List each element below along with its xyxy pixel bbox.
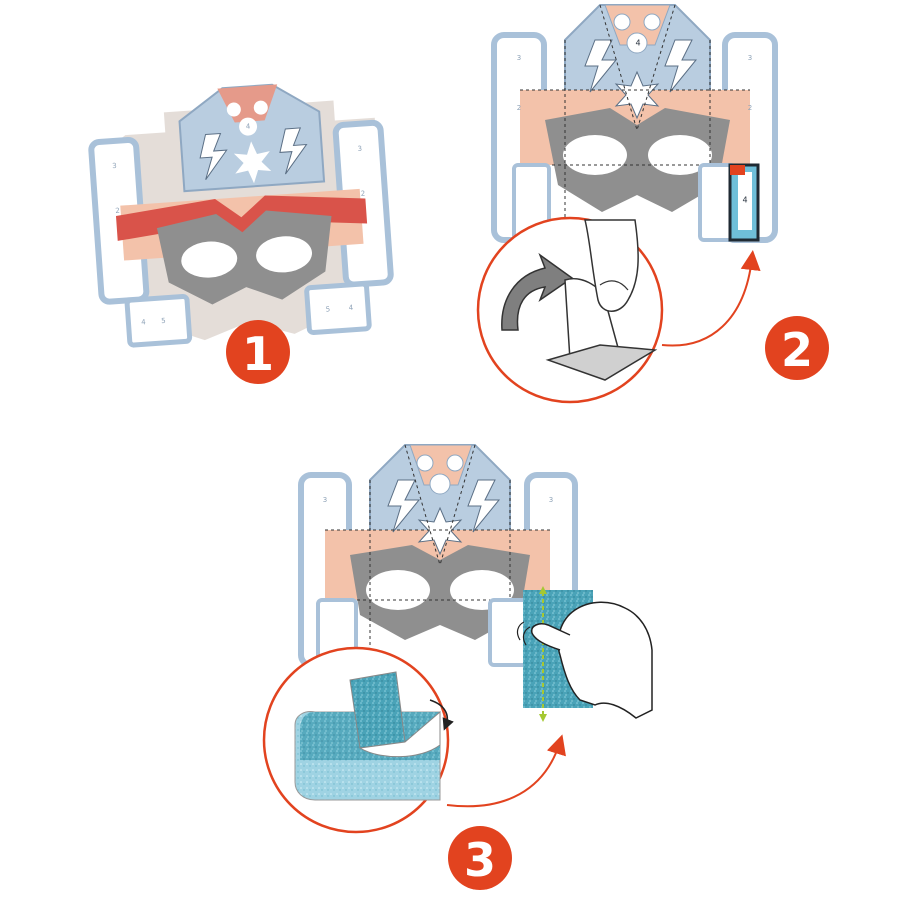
step-2-pointer-arrow	[661, 250, 761, 347]
step-2-number: 2	[781, 323, 813, 377]
step-1-mask-illustration: 3 3 2 2 4 5 5 4 4	[88, 83, 394, 348]
step-3-glitter-application	[516, 586, 653, 722]
step-3-callout	[262, 646, 566, 834]
svg-text:3: 3	[549, 496, 553, 504]
hand-icon	[557, 601, 653, 719]
backing-sheet-icon	[545, 344, 658, 381]
svg-text:3: 3	[748, 54, 752, 62]
finger-icon	[584, 219, 639, 312]
svg-text:2: 2	[361, 190, 366, 198]
svg-text:4: 4	[141, 318, 147, 326]
peeled-backing-icon	[349, 671, 406, 749]
small-curved-arrow-icon	[429, 699, 454, 731]
step-2-badge: 2	[765, 316, 829, 380]
svg-text:4: 4	[246, 122, 252, 130]
step-3-badge: 3	[448, 826, 512, 890]
center-label: 4	[635, 39, 640, 48]
svg-text:2: 2	[748, 104, 752, 112]
step-3-number: 3	[464, 833, 496, 887]
step-2-callout	[476, 216, 761, 404]
svg-text:5: 5	[161, 317, 166, 325]
svg-text:2: 2	[115, 207, 120, 215]
curved-arrow-icon	[501, 252, 574, 331]
step-1-badge: 1	[226, 320, 290, 384]
svg-text:3: 3	[357, 145, 362, 153]
svg-text:3: 3	[112, 162, 117, 170]
svg-text:5: 5	[326, 305, 331, 313]
step-3-pointer-arrow	[446, 734, 566, 808]
highlight-panel-label: 4	[742, 196, 747, 205]
svg-text:3: 3	[323, 496, 327, 504]
svg-text:2: 2	[517, 104, 521, 112]
step-1-number: 1	[242, 327, 274, 381]
svg-text:4: 4	[348, 304, 354, 312]
svg-text:3: 3	[517, 54, 521, 62]
step-2-mask-illustration: 3 3 2 2 4 4	[491, 4, 778, 243]
